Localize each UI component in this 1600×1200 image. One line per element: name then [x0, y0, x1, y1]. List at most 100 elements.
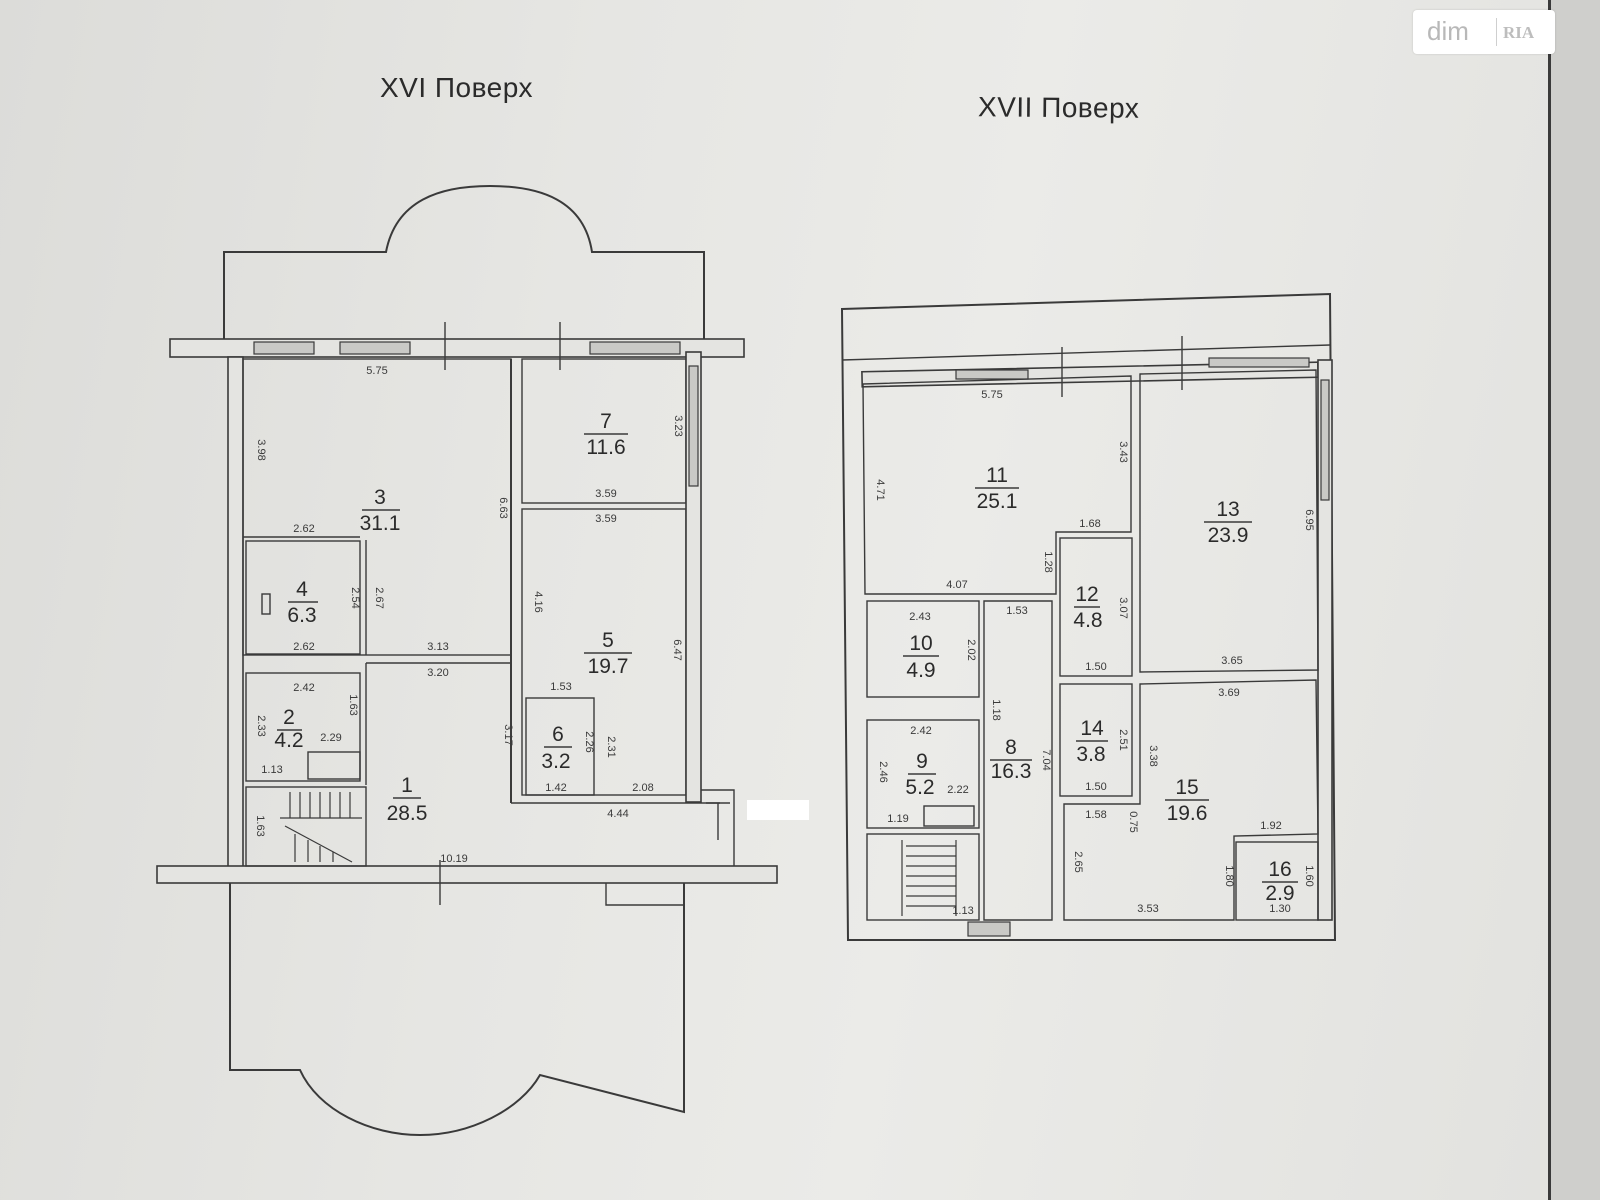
paper-edge: [1548, 0, 1551, 1200]
room-7-label: 711.6: [584, 410, 628, 459]
dim: 2.02: [965, 639, 977, 660]
dim: 6.63: [497, 497, 509, 518]
dim: 2.46: [877, 761, 889, 782]
room-12-label: 124.8: [1073, 583, 1102, 632]
dim: 1.68: [1079, 518, 1100, 530]
room-13-walls: [1139, 369, 1319, 673]
watermark-brand: dim: [1427, 16, 1469, 46]
room-14-number: 14: [1080, 717, 1104, 740]
dim: 2.43: [909, 611, 930, 623]
room-7-number: 7: [600, 410, 612, 433]
dim: 2.67: [373, 587, 385, 608]
floor-16-plan: [156, 184, 809, 1137]
room-6-label: 63.2: [541, 723, 572, 773]
dim: 7.04: [1040, 749, 1052, 770]
dim: 4.07: [946, 579, 967, 591]
dim: 1.58: [1085, 809, 1106, 821]
room-11-area: 25.1: [977, 490, 1018, 513]
floor-17-outer-outline: [840, 292, 1337, 941]
room-9-label: 95.2: [905, 750, 936, 799]
dim: 3.98: [255, 439, 267, 460]
dim: 0.75: [1127, 811, 1139, 832]
bottom-balcony-outline: [229, 883, 685, 1137]
dim: 3.59: [595, 513, 616, 525]
room-1-number: 1: [401, 774, 413, 797]
room-12-number: 12: [1075, 583, 1098, 606]
dim: 1.30: [1269, 903, 1290, 915]
window: [253, 341, 315, 355]
redaction-patch: [747, 800, 809, 820]
dim: 3.59: [595, 488, 616, 500]
dim: 2.62: [293, 523, 314, 535]
room-4-number: 4: [296, 578, 308, 601]
room-8-number: 8: [1005, 736, 1017, 759]
floor-16-title: XVI Поверх: [380, 72, 533, 103]
dim: 1.13: [952, 905, 973, 917]
dim: 3.20: [427, 667, 448, 679]
dim: 2.26: [583, 731, 595, 752]
dim: 6.47: [671, 639, 683, 660]
room-13-number: 13: [1216, 498, 1239, 521]
room-11-number: 11: [986, 464, 1008, 487]
room-10-label: 104.9: [903, 632, 939, 682]
dim: 1.80: [1223, 865, 1235, 886]
room-8-walls: [983, 600, 1053, 921]
stair-box: [866, 833, 980, 921]
dim: 3.07: [1117, 597, 1129, 618]
room-4-area: 6.3: [287, 604, 316, 627]
staircase: [866, 833, 980, 921]
dim: 2.51: [1117, 729, 1129, 750]
watermark-sub: RIA: [1503, 23, 1535, 42]
room-10-walls: [866, 600, 980, 698]
floor-16-dimensions: 5.75 3.98 2.62 6.63 2.54 2.67 2.62 3.13 …: [254, 365, 684, 865]
room-15-number: 15: [1175, 776, 1198, 799]
room-5-number: 5: [602, 629, 614, 652]
left-exterior-wall: [227, 356, 244, 870]
room-8-area: 16.3: [991, 760, 1032, 783]
window: [688, 365, 699, 487]
dim: 1.53: [1006, 605, 1027, 617]
room-10-number: 10: [909, 632, 932, 655]
room-3-area: 31.1: [360, 512, 401, 535]
dim: 2.62: [293, 641, 314, 653]
room-12-walls: [1059, 537, 1133, 677]
room-11-walls: [862, 375, 1132, 595]
room-1-label: 128.5: [387, 774, 428, 825]
dim: 3.53: [1137, 903, 1158, 915]
room-16-label: 162.9: [1262, 858, 1298, 905]
watermark-logo: dim RIA: [1413, 10, 1555, 54]
background-strip: [1551, 0, 1600, 1200]
dim: 2.65: [1072, 851, 1084, 872]
dim: 3.13: [427, 641, 448, 653]
room-2-area: 4.2: [274, 729, 303, 752]
room-6-walls: [525, 697, 595, 796]
entrance-wall: [701, 789, 735, 866]
room-15-walls: [1063, 679, 1319, 921]
dim: 4.44: [607, 808, 628, 820]
room-9-number: 9: [916, 750, 928, 773]
floor-17-dimensions: 5.75 4.71 3.43 1.68 1.28 6.95 4.07 1.53 …: [874, 389, 1315, 917]
room-12-area: 4.8: [1073, 609, 1102, 632]
room-14-label: 143.8: [1076, 717, 1108, 766]
room-8-label: 816.3: [990, 736, 1032, 783]
window: [589, 341, 681, 355]
dim: 4.16: [532, 591, 544, 612]
room-6-area: 3.2: [541, 750, 570, 773]
dim: 5.75: [981, 389, 1002, 401]
balcony-step: [605, 883, 684, 906]
room-7-area: 11.6: [586, 436, 625, 459]
room-9-walls: [866, 719, 980, 829]
room-5-label: 519.7: [584, 629, 632, 678]
window: [1320, 379, 1330, 501]
dim: 1.19: [887, 813, 908, 825]
room-2-number: 2: [283, 706, 295, 729]
dim: 1.92: [1260, 820, 1281, 832]
dim: 3.43: [1117, 441, 1129, 462]
entrance-door: [706, 802, 730, 840]
room-6-number: 6: [552, 723, 564, 746]
window: [967, 921, 1011, 937]
